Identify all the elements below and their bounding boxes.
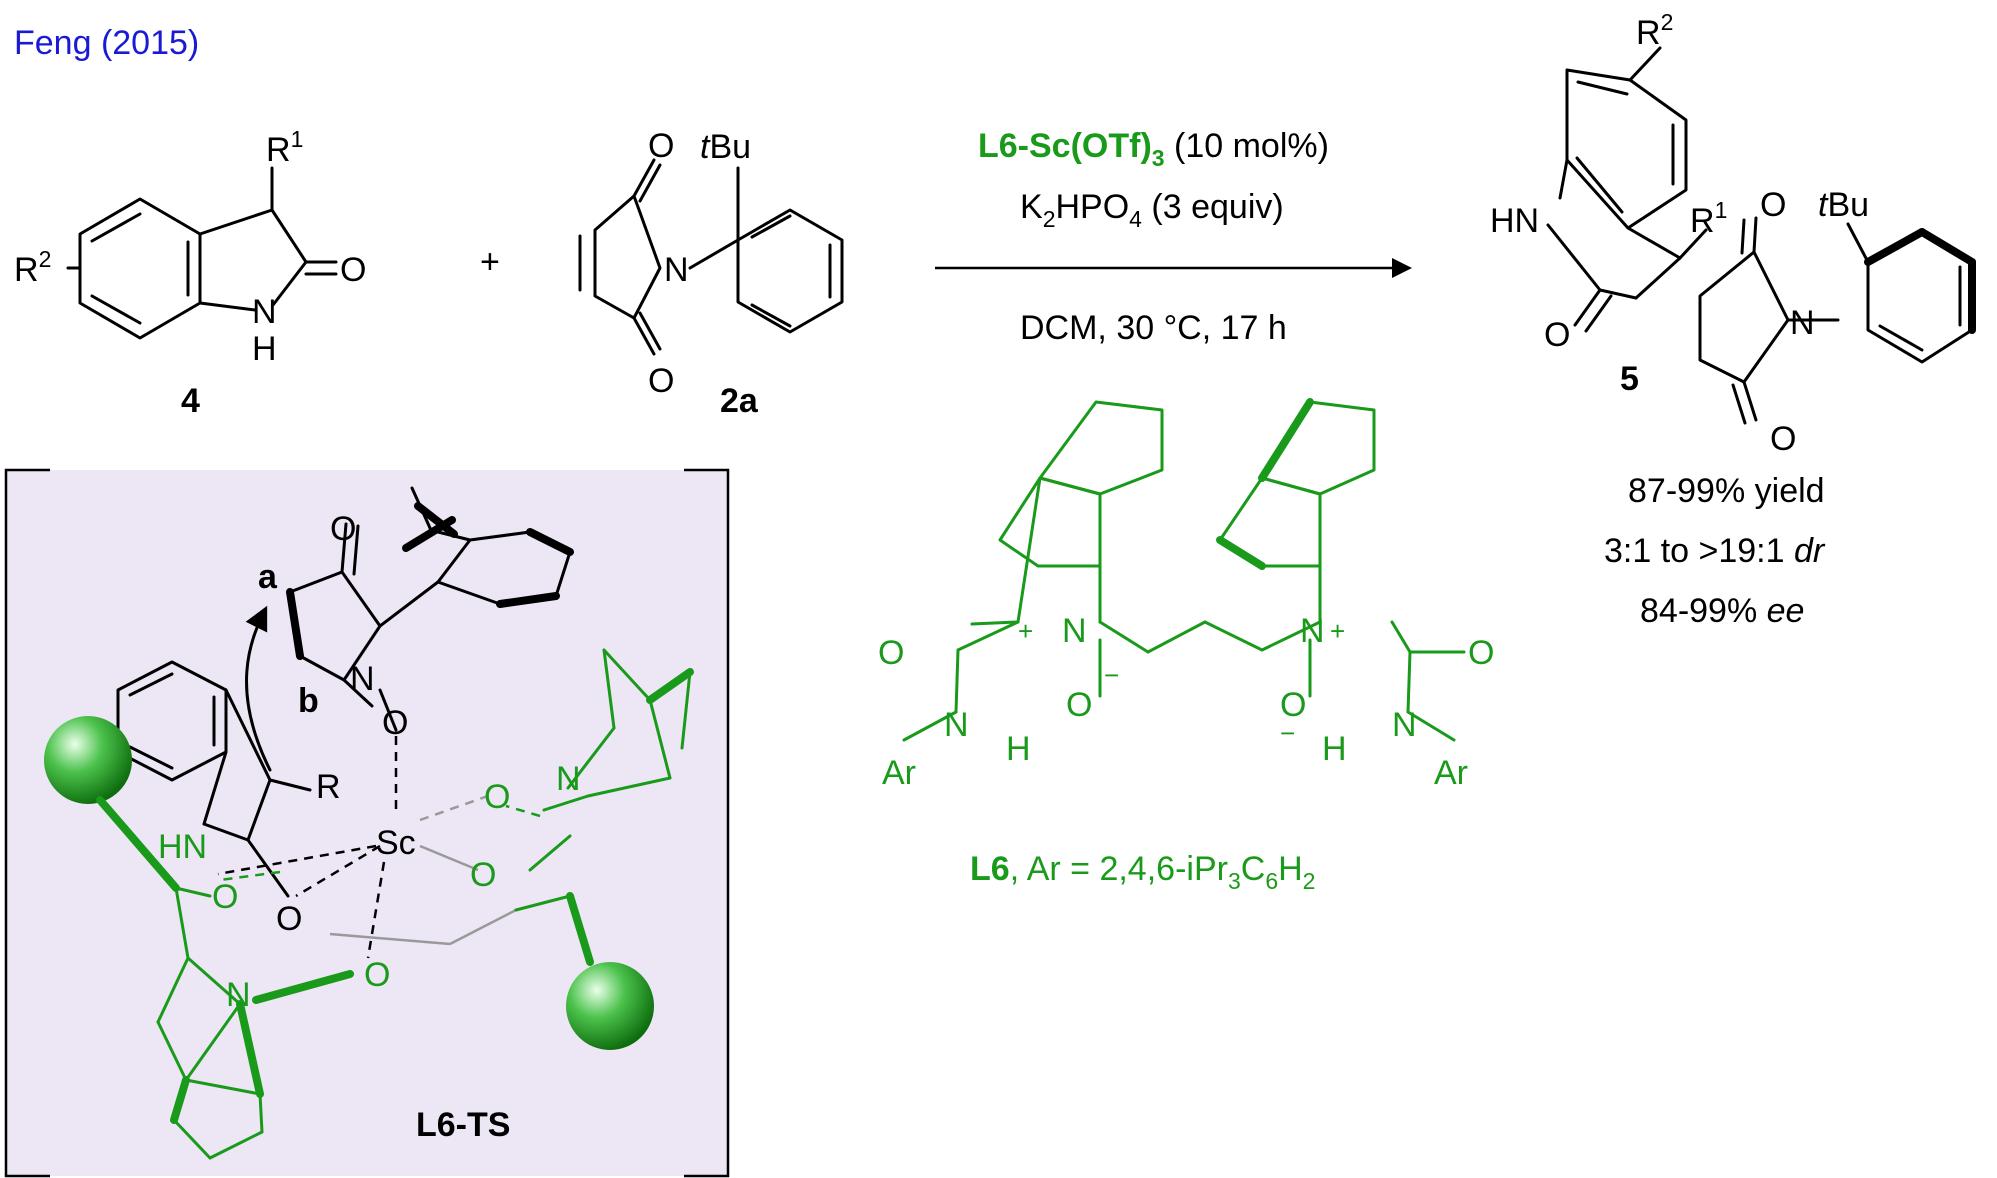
imide-o-bottom-label: O <box>1770 420 1796 458</box>
ts-sc: Sc <box>376 824 416 862</box>
ts-ball-left <box>44 716 132 804</box>
ligand-ar-right: Ar <box>1434 754 1468 792</box>
ts-o-amide-left: O <box>212 878 238 916</box>
compound-5-number: 5 <box>1620 360 1639 398</box>
imide-o-top-label: O <box>1760 186 1786 224</box>
ts-bracket-right <box>684 468 730 1178</box>
compound-4-oxindole: R1 R2 O N H 4 <box>14 126 366 420</box>
plus-sign: + <box>480 243 500 281</box>
r2-label: R2 <box>1636 9 1673 52</box>
ts-site-a: a <box>258 558 278 596</box>
ts-o-imide-top: O <box>330 510 356 548</box>
ee-text: 84-99% ee <box>1640 592 1804 630</box>
ligand-amide-h-right: H <box>1322 730 1347 768</box>
nh-h-label: H <box>252 330 277 368</box>
ts-label: L6-TS <box>416 1106 510 1144</box>
r1-label: R1 <box>266 126 303 169</box>
nh-n-label: N <box>252 293 277 331</box>
ligand-ar-left: Ar <box>882 754 916 792</box>
ligand-plus-right: + <box>1330 616 1345 646</box>
solvent-label: DCM, 30 °C, 17 h <box>1020 309 1287 347</box>
compound-2a-maleimide: O O N tBu 2a <box>578 127 844 420</box>
ts-r: R <box>316 768 341 806</box>
ligand-minus-left: − <box>1104 660 1119 690</box>
yield-text: 87-99% yield <box>1628 472 1825 510</box>
ligand-amide-n-right: N <box>1392 706 1417 744</box>
ligand-definition: L6, Ar = 2,4,6-iPr3C6H2 <box>970 850 1315 894</box>
compound-4-number: 4 <box>181 382 200 420</box>
ts-o-noxide-right: O <box>484 778 510 816</box>
ligand-n-oxide-n-left: N <box>1062 612 1087 650</box>
citation: Feng (2015) <box>14 24 199 62</box>
imide-o-top-label: O <box>648 127 674 165</box>
ts-hn: HN <box>158 828 207 866</box>
r2-label: R2 <box>14 246 51 289</box>
ligand-l6: O N H Ar N O + − O N H Ar N O + − <box>878 398 1494 792</box>
transition-state-panel: HN R Sc N O O O O O N O N O a b L6-TS <box>4 468 730 1178</box>
compound-5-product: R2 HN R1 O O O N tBu 5 <box>1490 9 1976 458</box>
carbonyl-o-label: O <box>340 251 366 289</box>
ligand-n-oxide-o-left: O <box>1066 686 1092 724</box>
oxindole-o-label: O <box>1544 316 1570 354</box>
ts-o-imide-bottom: O <box>382 704 408 742</box>
ts-n-left: N <box>226 976 251 1014</box>
ts-o-amide-right: O <box>470 856 496 894</box>
imide-n-label: N <box>664 251 689 289</box>
catalyst-label: L6-Sc(OTf)3 (10 mol%) <box>978 127 1329 171</box>
ligand-plus-left: + <box>1018 616 1033 646</box>
base-label: K2HPO4 (3 equiv) <box>1020 188 1284 232</box>
ligand-n-oxide-n-right: N <box>1300 612 1325 650</box>
imide-o-bottom-label: O <box>648 362 674 400</box>
tbu-label: tBu <box>700 128 751 166</box>
dr-text: 3:1 to >19:1 dr <box>1604 532 1826 570</box>
ligand-minus-right: − <box>1280 718 1295 748</box>
ts-ball-right <box>566 962 654 1050</box>
ts-background <box>6 470 728 1176</box>
tbu-label: tBu <box>1818 186 1869 224</box>
imide-n-label: N <box>1790 304 1815 342</box>
ligand-n-oxide-o-right: O <box>1280 686 1306 724</box>
ligand-amide-o-right: O <box>1468 634 1494 672</box>
ts-o-enolate: O <box>276 900 302 938</box>
ligand-amide-h-left: H <box>1006 730 1031 768</box>
ligand-amide-o-left: O <box>878 634 904 672</box>
r1-label: R1 <box>1690 197 1727 240</box>
compound-2a-number: 2a <box>720 382 759 420</box>
ts-n-imide: N <box>350 660 375 698</box>
ts-o-noxide-left: O <box>364 956 390 994</box>
ts-n-right: N <box>556 760 581 798</box>
hn-label: HN <box>1490 202 1539 240</box>
ts-site-b: b <box>298 682 319 720</box>
ligand-amide-n-left: N <box>944 706 969 744</box>
ts-bracket-left <box>4 468 50 1178</box>
